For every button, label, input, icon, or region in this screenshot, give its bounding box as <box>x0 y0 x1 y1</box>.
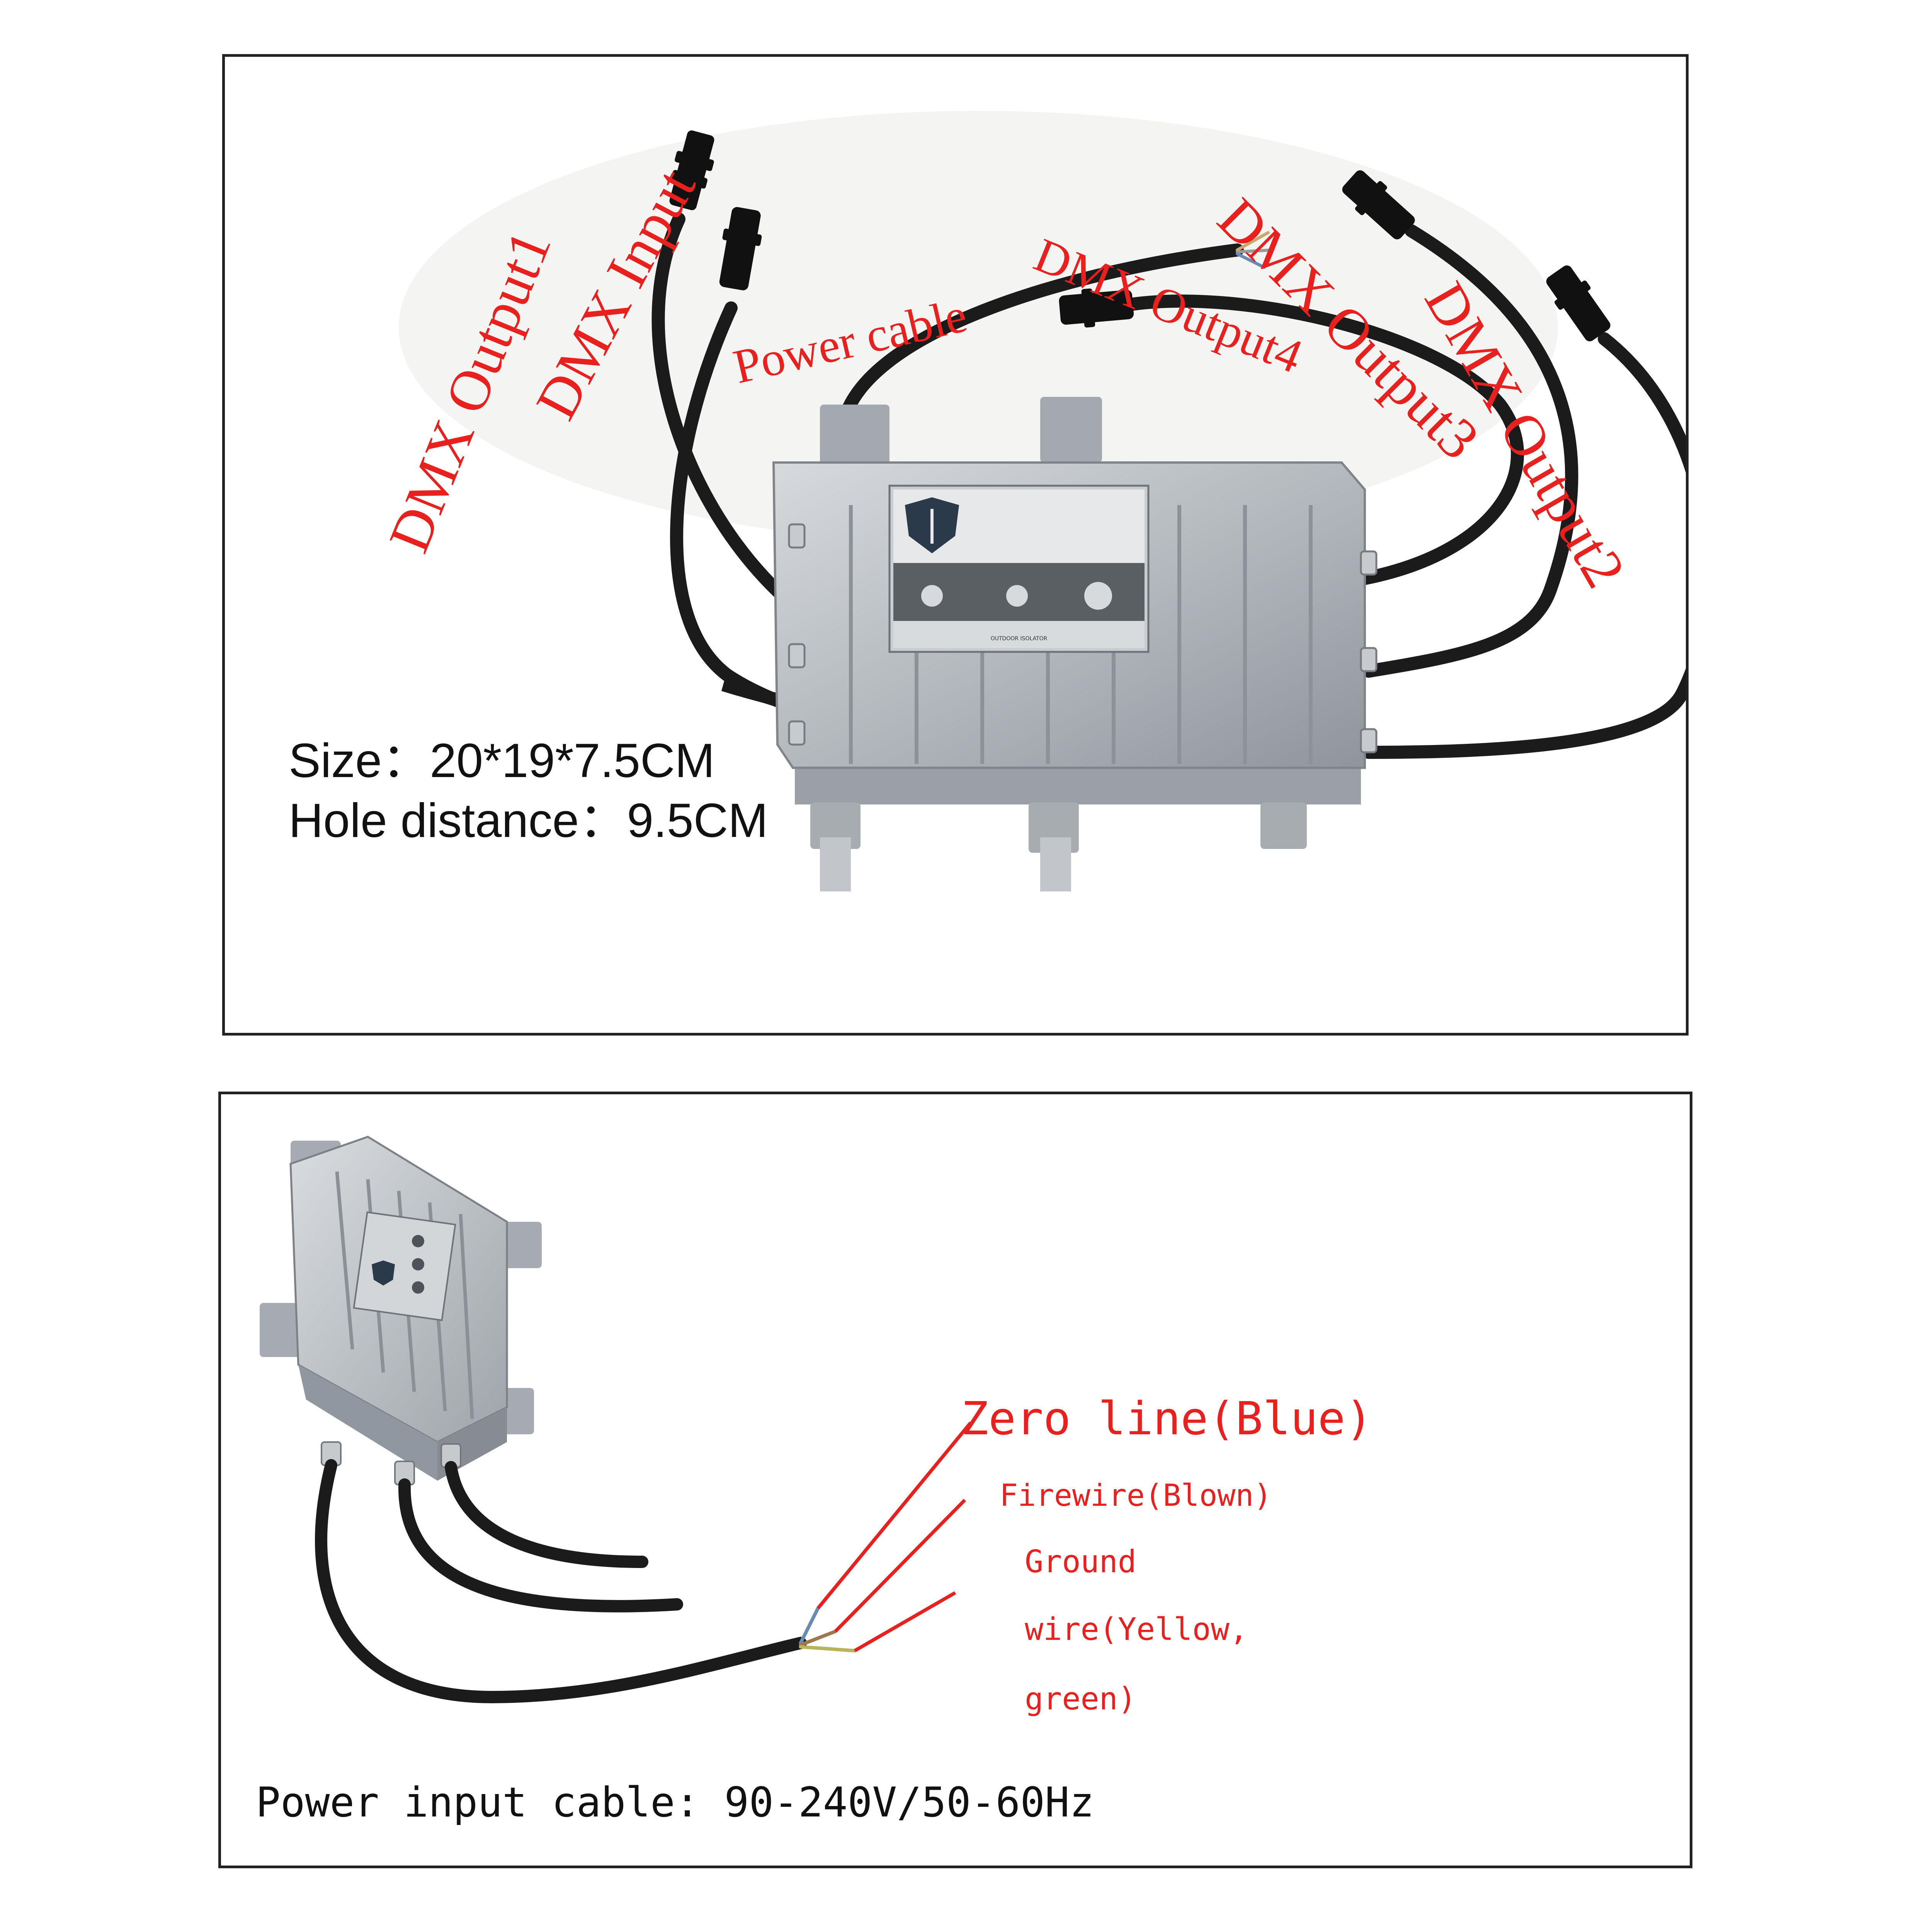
label-zero-line: Zero line(Blue) <box>961 1392 1373 1445</box>
power-wire-ends <box>1236 231 1274 269</box>
bottom-device-illustration <box>260 1136 972 1704</box>
shield-logo-icon <box>905 497 959 553</box>
top-panel: OUTDOOR ISOLATOR DMX Output1 DMX Input P… <box>222 54 1689 1036</box>
cable-stub-right <box>445 1461 648 1568</box>
leader-lines <box>816 1422 972 1652</box>
label-ground-3: green) <box>1025 1681 1136 1717</box>
isolator-housing: OUTDOOR ISOLATOR <box>772 397 1378 891</box>
cable-power-input <box>315 1459 807 1704</box>
cable-dmx-output4 <box>1126 294 1524 585</box>
top-device-illustration: OUTDOOR ISOLATOR <box>399 111 1686 891</box>
label-firewire: Firewire(Blown) <box>1000 1478 1272 1513</box>
shield-logo-icon <box>372 1260 395 1286</box>
hole-distance-spec: Hole distance：9.5CM <box>289 794 768 847</box>
bottom-panel: Zero line(Blue) Firewire(Blown) Ground w… <box>218 1092 1692 1868</box>
size-spec: Size：20*19*7.5CM <box>289 734 715 787</box>
label-ground-1: Ground <box>1025 1544 1136 1580</box>
cable-dmx-output3 <box>1362 224 1578 678</box>
power-input-spec: Power input cable: 90-240V/50-60Hz <box>256 1779 1094 1826</box>
connector-icon <box>669 130 1611 342</box>
cables <box>315 1459 807 1704</box>
cable-dmx-output2 <box>1362 332 1686 759</box>
cable-stub-left <box>398 1478 683 1612</box>
power-wire-ends <box>799 1606 857 1653</box>
label-ground-2: wire(Yellow, <box>1025 1611 1248 1647</box>
device-nameplate: OUTDOOR ISOLATOR <box>991 636 1048 642</box>
isolator-housing-side-view <box>260 1136 542 1485</box>
